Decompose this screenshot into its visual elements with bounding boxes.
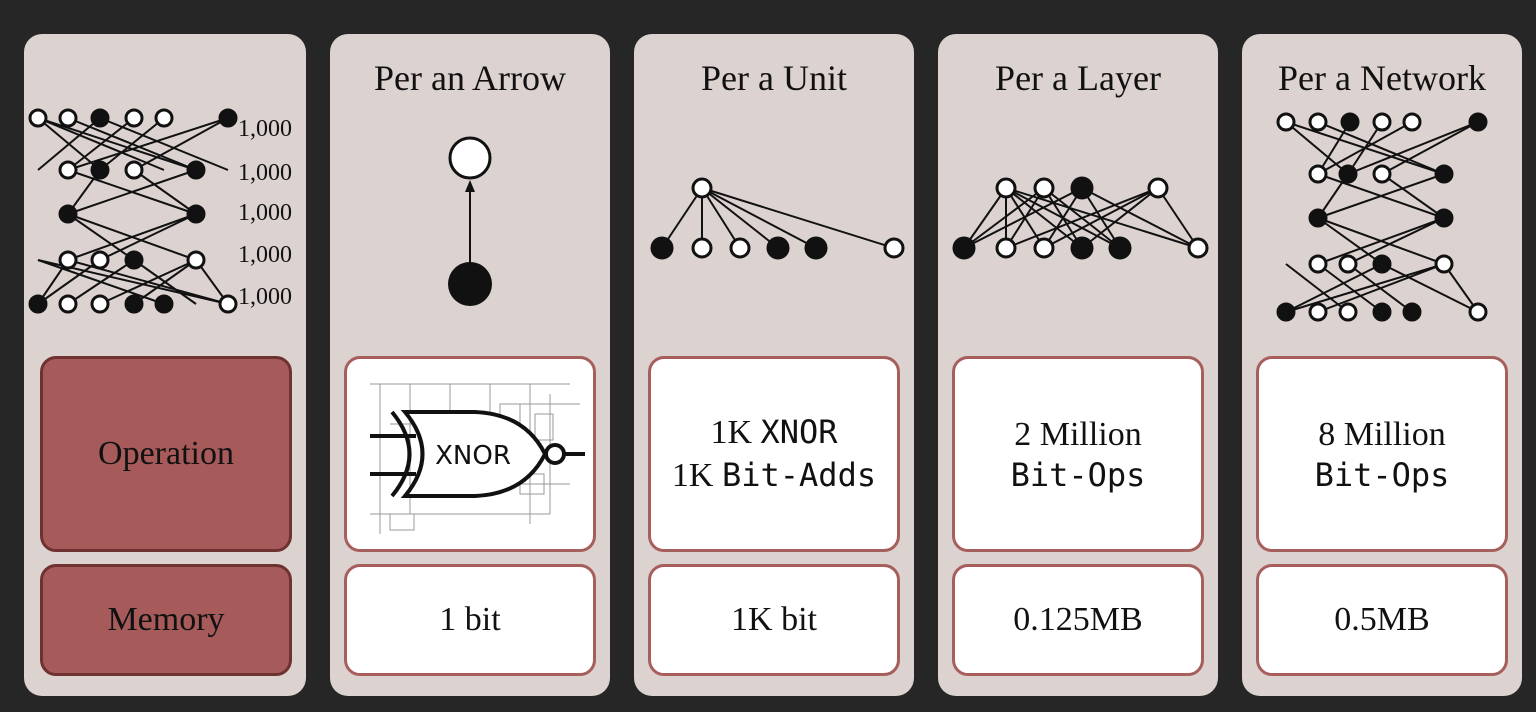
op-line-1: 2 Million [1014, 416, 1142, 453]
operation-cell-unit: 1K XNOR 1K Bit-Adds [648, 356, 900, 552]
unit-diagram [650, 177, 905, 260]
panel-title: Per an Arrow [374, 58, 566, 98]
layer-diagram [952, 176, 1209, 260]
operation-row-header: Operation [40, 356, 292, 552]
xnor-gate-label: XNOR [435, 441, 511, 471]
panel-per-network: Per a Network [1242, 34, 1522, 696]
layer-count-4: 1,000 [238, 242, 292, 268]
memory-value: 0.125MB [1013, 601, 1143, 638]
memory-cell-layer: 0.125MB [952, 564, 1204, 676]
op-line-2: Bit-Ops [1010, 456, 1146, 494]
layer-count-5: 1,000 [238, 284, 292, 310]
memory-value: 1K bit [731, 601, 817, 638]
memory-value: 0.5MB [1334, 601, 1430, 638]
network-diagram-right [1276, 112, 1488, 322]
panel-per-unit: Per a Unit 1K XNOR 1K Bit-Adds 1K bit [634, 34, 914, 696]
panel-per-arrow: Per an Arrow XNOR 1 bit [330, 34, 610, 696]
memory-cell-arrow: 1 bit [344, 564, 596, 676]
memory-row-header: Memory [40, 564, 292, 676]
arrow-diagram [448, 136, 492, 306]
network-diagram-left [28, 108, 238, 314]
memory-value: 1 bit [439, 601, 501, 638]
panel-title: Per a Layer [995, 58, 1161, 98]
layer-count-2: 1,000 [238, 160, 292, 186]
panel-title: Per a Network [1278, 58, 1486, 98]
memory-cell-unit: 1K bit [648, 564, 900, 676]
op-line-2-op: Bit-Adds [721, 456, 877, 494]
xnor-gate-icon: XNOR [370, 383, 585, 534]
op-line-1-count: 1K [710, 414, 752, 451]
operation-cell-arrow: XNOR [344, 356, 596, 552]
operation-label: Operation [98, 435, 234, 472]
panel-network-overview: 1,000 1,000 1,000 1,000 1,000 Operation … [24, 34, 306, 696]
memory-label: Memory [107, 601, 225, 638]
op-line-2-count: 1K [671, 457, 714, 494]
memory-cell-network: 0.5MB [1256, 564, 1508, 676]
layer-count-1: 1,000 [238, 116, 292, 142]
op-line-1-op: XNOR [760, 413, 838, 451]
operation-cell-layer: 2 Million Bit-Ops [952, 356, 1204, 552]
op-line-2: 1K Bit-Adds [672, 454, 876, 497]
operation-cell-network: 8 Million Bit-Ops [1256, 356, 1508, 552]
op-line-1: 1K XNOR [710, 411, 837, 454]
layer-count-3: 1,000 [238, 200, 292, 226]
panel-title: Per a Unit [701, 58, 847, 98]
op-line-2: Bit-Ops [1314, 456, 1450, 494]
op-line-1: 8 Million [1318, 416, 1446, 453]
panel-per-layer: Per a Layer 2 Million Bit-Ops 0.125MB [938, 34, 1218, 696]
